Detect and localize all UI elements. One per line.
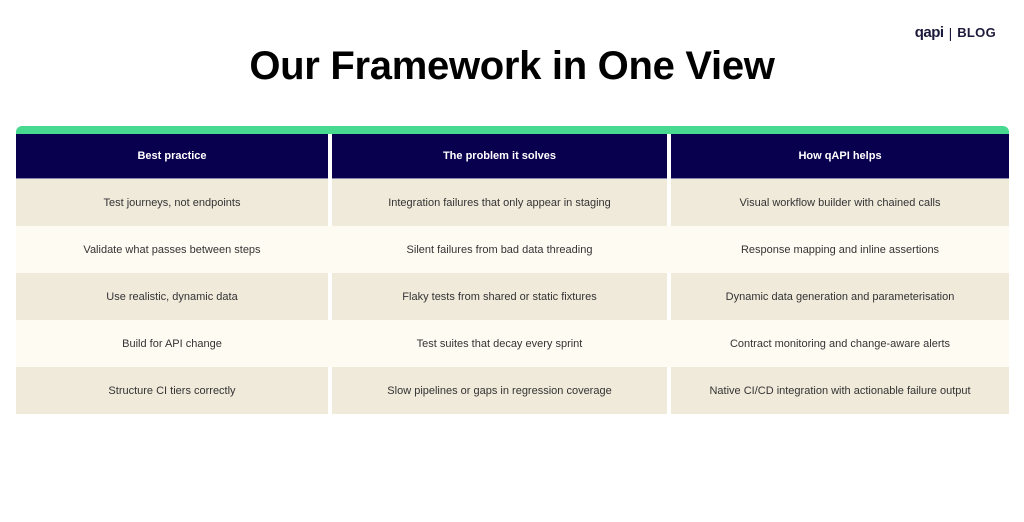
table-accent-bar xyxy=(16,126,1009,134)
table-cell: Build for API change xyxy=(16,320,328,367)
brand-logo: qapi | BLOG xyxy=(915,24,996,41)
table-cell: Test suites that decay every sprint xyxy=(332,320,667,367)
page-title: Our Framework in One View xyxy=(249,44,775,88)
table-cell: Contract monitoring and change-aware ale… xyxy=(671,320,1009,367)
brand-section-label: BLOG xyxy=(957,25,996,40)
table-grid: Best practice The problem it solves How … xyxy=(16,134,1009,414)
table-cell: Test journeys, not endpoints xyxy=(16,179,328,226)
framework-table: Best practice The problem it solves How … xyxy=(16,126,1009,414)
column-header-problem: The problem it solves xyxy=(332,134,667,179)
table-cell: Visual workflow builder with chained cal… xyxy=(671,179,1009,226)
column-header-best-practice: Best practice xyxy=(16,134,328,179)
table-cell: Response mapping and inline assertions xyxy=(671,226,1009,273)
qapi-logo: qapi xyxy=(914,24,944,41)
column-header-qapi-helps: How qAPI helps xyxy=(671,134,1009,179)
brand-separator: | xyxy=(948,24,953,41)
table-cell: Native CI/CD integration with actionable… xyxy=(671,367,1009,414)
table-cell: Dynamic data generation and parameterisa… xyxy=(671,273,1009,320)
table-cell: Integration failures that only appear in… xyxy=(332,179,667,226)
table-cell: Validate what passes between steps xyxy=(16,226,328,273)
table-cell: Structure CI tiers correctly xyxy=(16,367,328,414)
table-cell: Silent failures from bad data threading xyxy=(332,226,667,273)
table-cell: Use realistic, dynamic data xyxy=(16,273,328,320)
table-cell: Slow pipelines or gaps in regression cov… xyxy=(332,367,667,414)
table-cell: Flaky tests from shared or static fixtur… xyxy=(332,273,667,320)
